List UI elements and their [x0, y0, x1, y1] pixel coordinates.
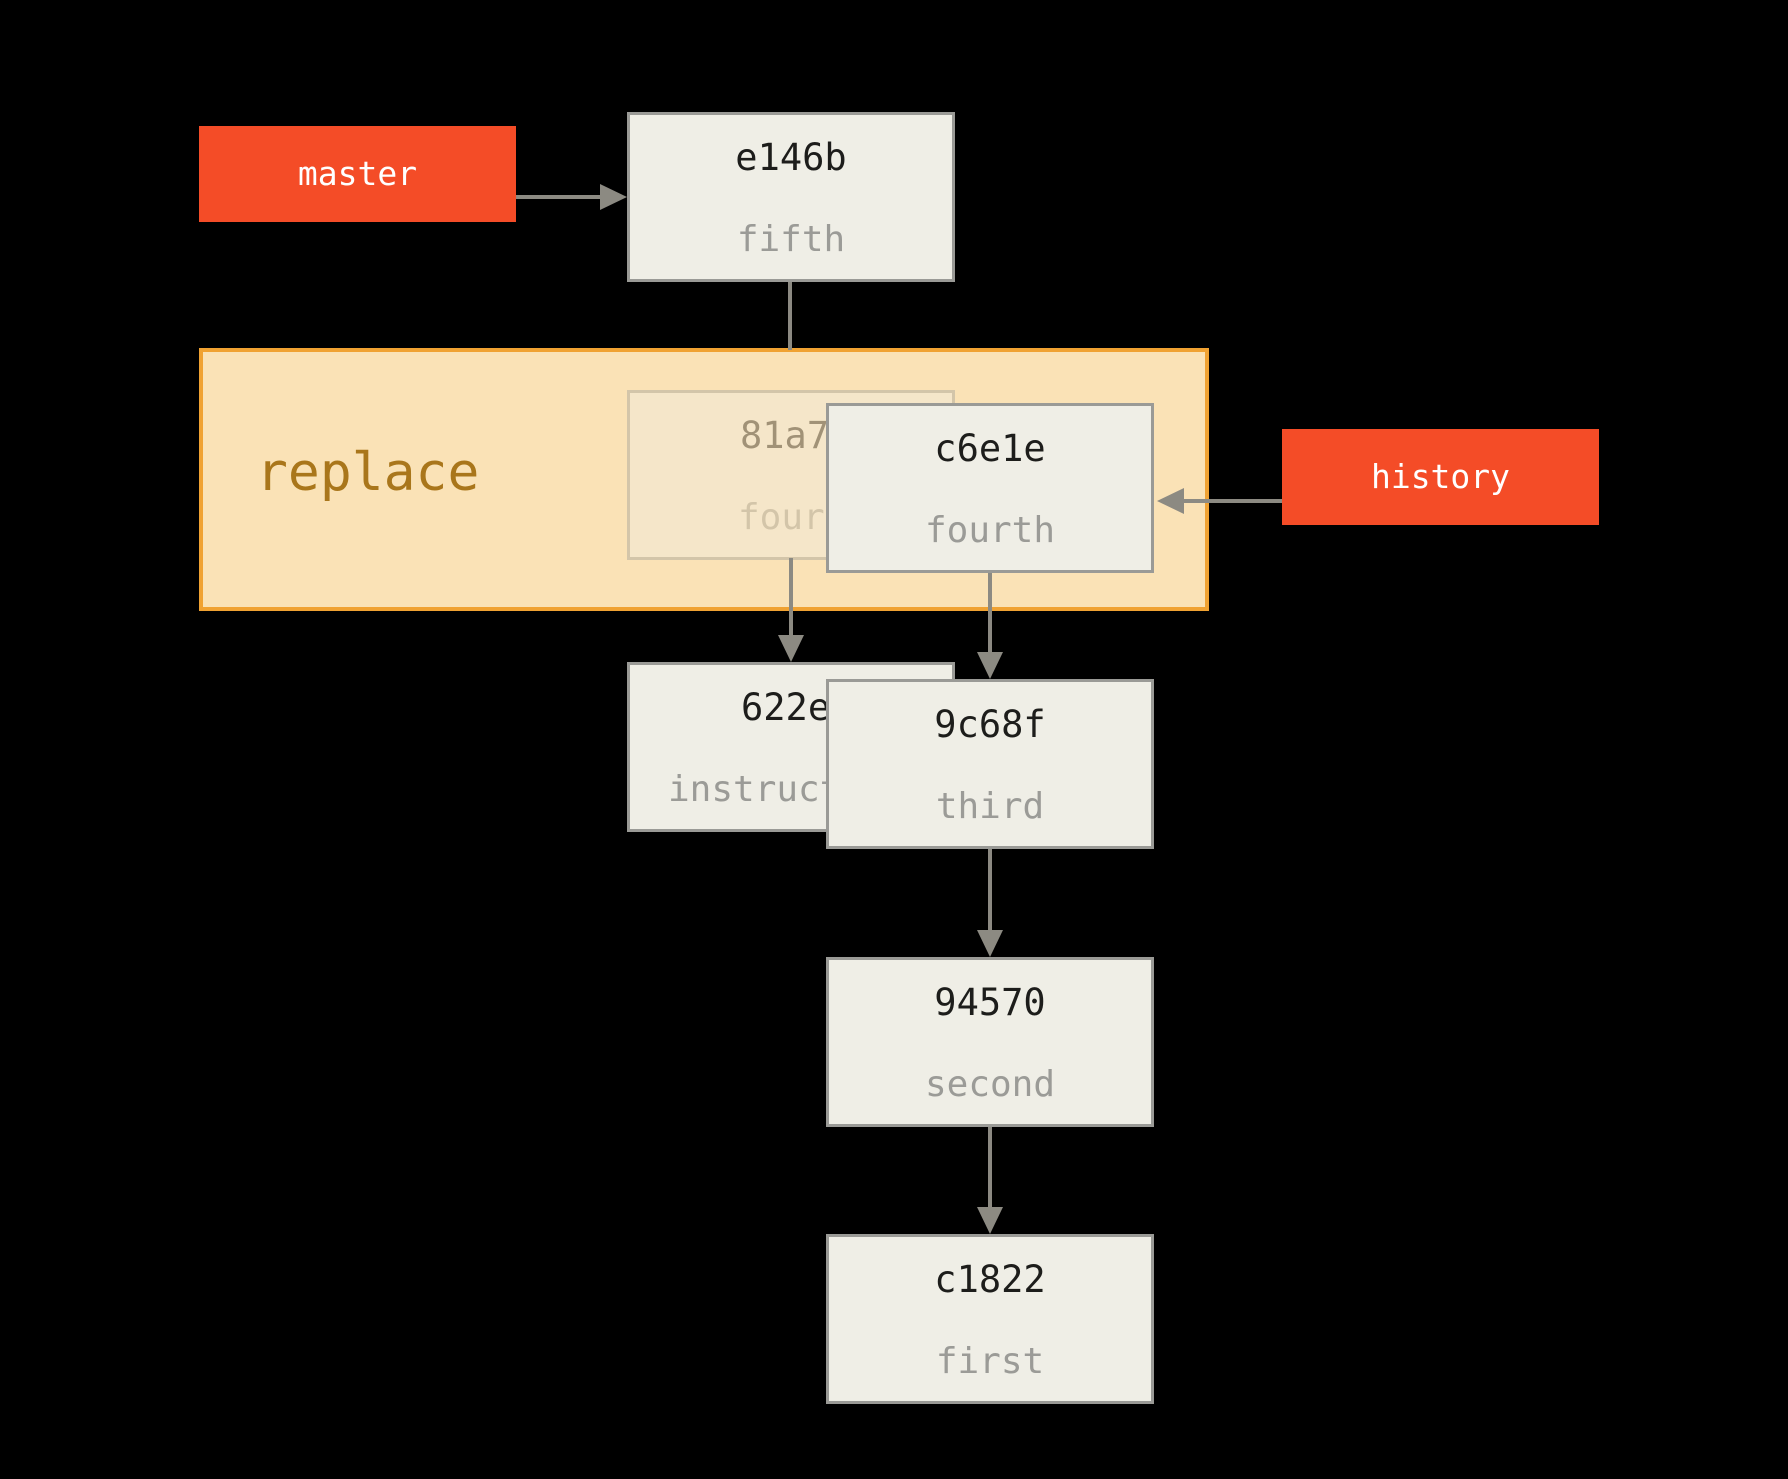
commit-hash: 81a7	[740, 414, 830, 457]
edge-master-to-e146b	[516, 195, 602, 199]
commit-message: fourth	[924, 510, 1056, 551]
arrowhead-left-c6e1e-icon	[1157, 488, 1184, 514]
commit-hash: 94570	[934, 981, 1046, 1024]
commit-message: fifth	[736, 219, 846, 260]
commit-hash: 9c68f	[934, 703, 1046, 746]
arrowhead-down-94570-icon	[977, 930, 1003, 957]
arrowhead-right-e146b-icon	[600, 184, 627, 210]
edge-94570-to-c1822	[988, 1127, 992, 1209]
commit-message: third	[935, 786, 1045, 827]
commit-message: second	[924, 1064, 1056, 1105]
arrowhead-down-622e-icon	[778, 635, 804, 662]
commit-hash: c1822	[934, 1258, 1046, 1301]
edge-9c68f-to-94570	[988, 849, 992, 932]
replace-region-label: replace	[256, 442, 480, 503]
commit-box-94570: 94570 second	[826, 957, 1154, 1127]
arrowhead-down-c1822-icon	[977, 1207, 1003, 1234]
commit-box-c6e1e: c6e1e fourth	[826, 403, 1154, 573]
commit-message: instruct	[668, 769, 842, 810]
commit-hash: 622e	[741, 686, 831, 729]
branch-label-master: master	[199, 126, 516, 222]
edge-history-to-c6e1e	[1184, 499, 1282, 503]
edge-c6e1e-to-9c68f	[988, 573, 992, 654]
commit-box-9c68f: 9c68f third	[826, 679, 1154, 849]
commit-message: first	[935, 1341, 1045, 1382]
commit-hash: c6e1e	[934, 427, 1046, 470]
branch-label-history: history	[1282, 429, 1599, 525]
commit-box-c1822: c1822 first	[826, 1234, 1154, 1404]
edge-e146b-to-replace-region	[788, 282, 792, 350]
edge-replace-to-622e	[789, 558, 793, 638]
commit-hash: e146b	[735, 136, 847, 179]
commit-box-e146b: e146b fifth	[627, 112, 955, 282]
arrowhead-down-9c68f-icon	[977, 652, 1003, 679]
